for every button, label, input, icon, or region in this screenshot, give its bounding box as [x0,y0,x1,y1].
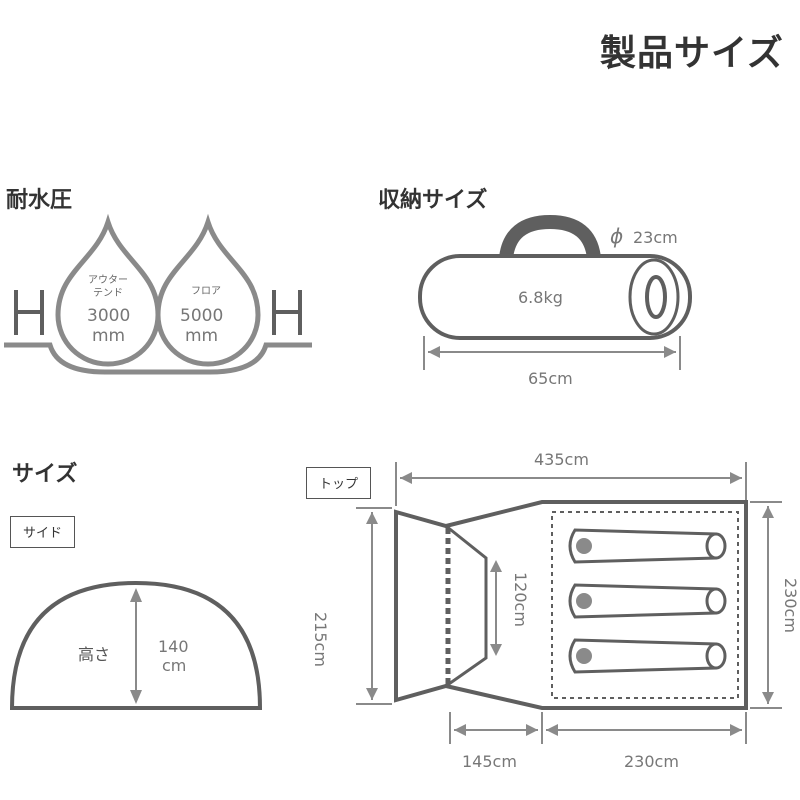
diameter-symbol: ϕ [610,224,624,248]
bag-handle [499,214,601,260]
height-value: 140 [158,637,189,656]
h-letter-left [14,290,44,335]
inner-length-text: 230cm [624,752,679,771]
front-height-text: 215cm [311,612,330,667]
outer-label: アウター テンド [88,275,128,299]
page-title: 製品サイズ [600,33,784,74]
side-view-label: サイド [10,516,76,548]
total-length-text: 435cm [534,450,589,469]
tent-side-outline [9,580,263,710]
sleeping-bag-3 [568,638,727,674]
sleeping-bag-2 [568,583,727,619]
size-heading: サイズ [12,462,78,487]
sleeping-bag-1 [568,528,727,564]
height-label: 高さ [78,645,111,664]
bag-length: 65cm [528,369,573,388]
bag-end-inner [645,275,667,319]
bag-weight: 6.8kg [518,288,563,307]
floor-label: フロア [191,286,221,297]
floor-value: 5000 [180,306,224,326]
inner-room-outline [551,511,739,699]
inner-width-text: 120cm [511,572,530,627]
tent-top-outline [394,500,748,710]
vestibule-length-text: 145cm [462,752,517,771]
storage-size-heading: 収納サイズ [378,188,488,213]
rear-height-text: 230cm [781,578,800,633]
outer-unit: mm [92,326,126,346]
outer-value: 3000 [87,306,131,326]
top-view-label: トップ [306,467,372,499]
ground-line [4,342,312,375]
water-pressure-heading: 耐水圧 [6,188,73,213]
bag-diameter: 23cm [633,228,678,247]
height-unit: cm [162,656,187,675]
bag-end-cap [628,258,680,336]
h-letter-right [272,290,302,335]
floor-unit: mm [185,326,219,346]
